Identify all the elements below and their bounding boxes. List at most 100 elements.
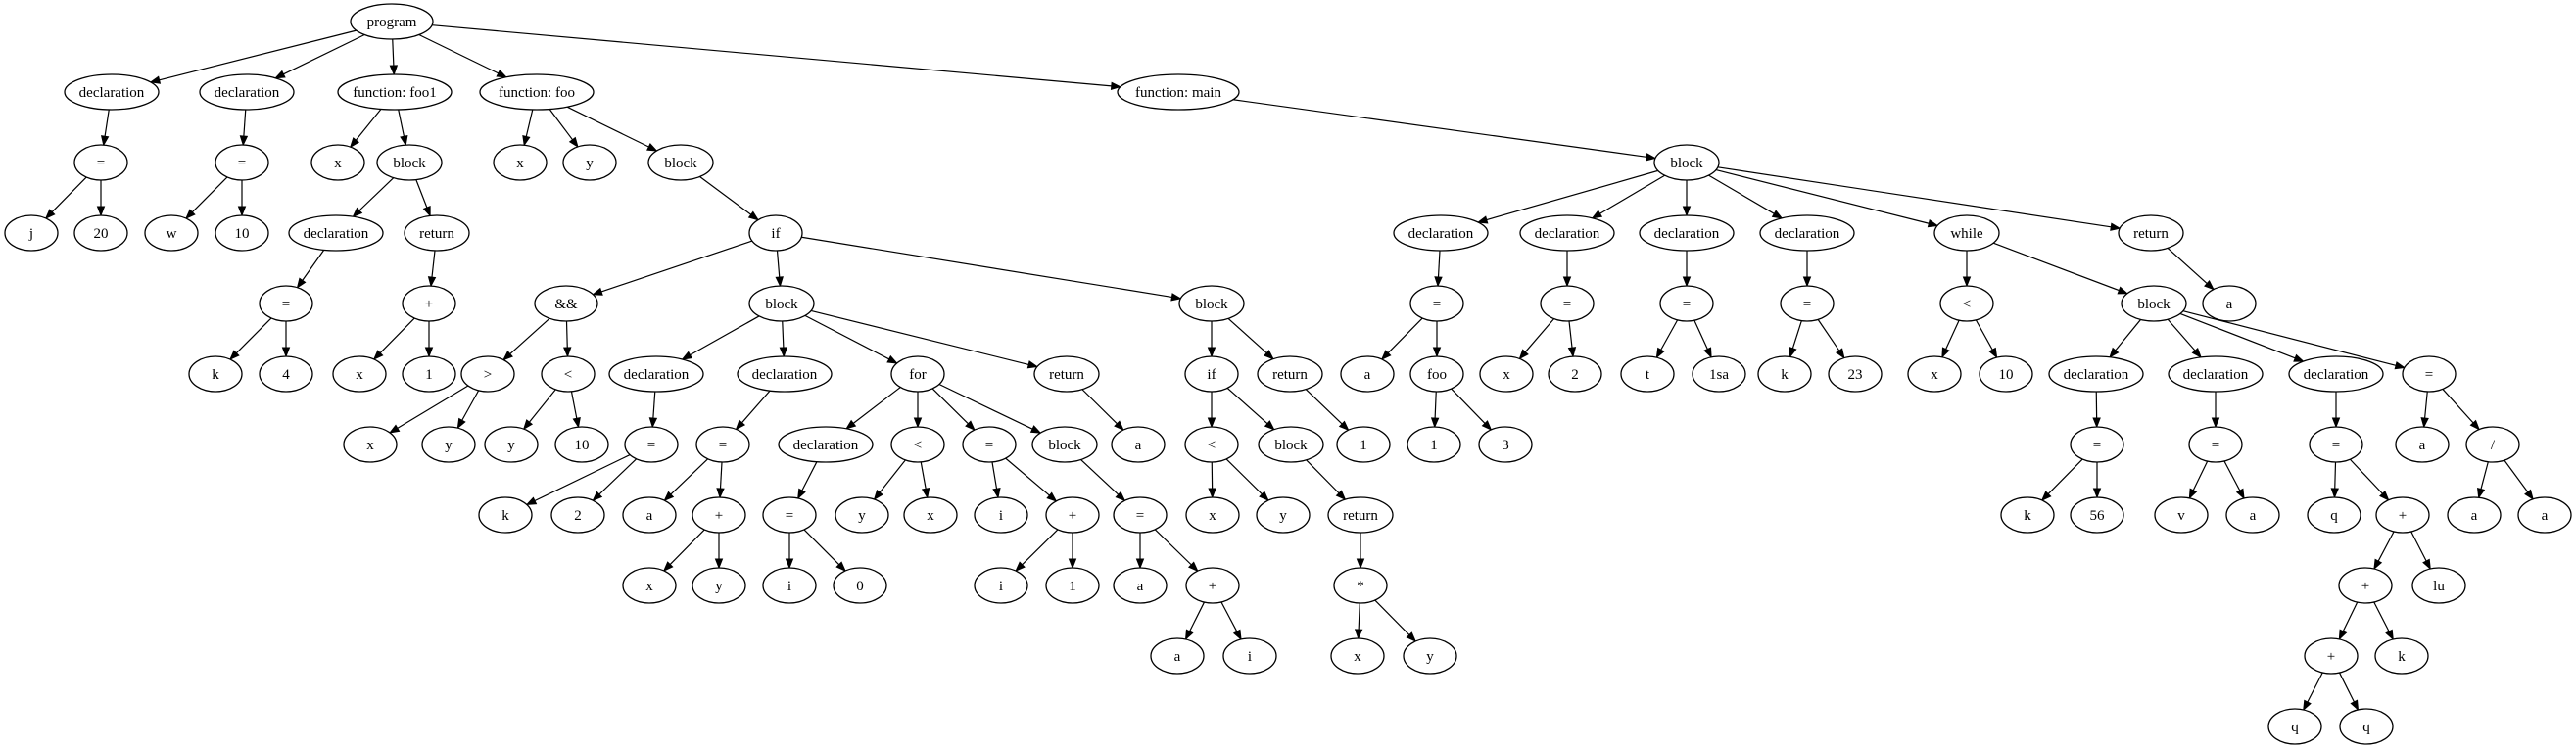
tree-node-label: =: [1136, 508, 1144, 524]
edge-fb-eq-to-fb-a: [1135, 533, 1145, 570]
tree-node-wb-decl3: declaration: [2288, 355, 2384, 393]
tree-node-md3-t: t: [1620, 355, 1675, 393]
tree-node-label: declaration: [1654, 226, 1720, 242]
tree-node-label: k: [501, 508, 509, 524]
tree-node-and: &&: [534, 285, 598, 322]
tree-node-label: a: [1135, 438, 1142, 453]
tree-node-label: return: [1272, 367, 1308, 383]
tree-node-else-if: if: [1184, 355, 1239, 393]
tree-node-label: k: [2024, 508, 2031, 524]
edge-fb-plus-to-fb-pi: [1220, 601, 1242, 641]
edge-if1-to-if1-block: [775, 250, 784, 288]
tree-node-label: 20: [94, 226, 109, 242]
edge-for-to-for-decl: [845, 387, 901, 430]
tree-node-label: 0: [856, 579, 864, 594]
edge-d2-eq-to-d2-a: [663, 458, 709, 502]
tree-node-ei-lt-x: x: [1185, 496, 1240, 534]
tree-node-label: declaration: [624, 367, 690, 383]
tree-node-m-decl3: declaration: [1639, 214, 1735, 252]
tree-node-md1-foo: foo: [1409, 355, 1464, 393]
tree-node-label: declaration: [2183, 367, 2249, 383]
tree-node-label: <: [564, 367, 572, 383]
edge-wb-eq-to-we-div: [2442, 389, 2481, 431]
edge-ei-block-to-ei-ret: [1306, 459, 1347, 501]
tree-node-label: =: [1563, 297, 1571, 312]
tree-node-label: a: [2250, 508, 2257, 524]
edge-fe-plus-to-fe-p1: [1068, 533, 1077, 570]
tree-node-if1-block: block: [748, 285, 815, 322]
tree-node-for-decl: declaration: [778, 426, 874, 463]
tree-node-label: w: [167, 226, 177, 242]
tree-node-label: declaration: [2304, 367, 2369, 383]
tree-node-label: a: [2226, 297, 2233, 312]
edge-m-while-to-w-block: [1992, 242, 2129, 295]
tree-node-main: function: main: [1117, 73, 1240, 111]
tree-node-label: =: [2425, 367, 2433, 383]
tree-node-label: 1: [1430, 438, 1438, 453]
tree-node-ei-block: block: [1258, 426, 1324, 463]
tree-node-wd2-a: a: [2225, 496, 2280, 534]
edge-we-div-to-we-da2: [2504, 459, 2534, 500]
tree-node-b-decl2: declaration: [737, 355, 833, 393]
edge-foo1-ret-to-foo1-plus: [427, 250, 437, 288]
tree-node-d1-eq: =: [624, 426, 679, 463]
tree-node-label: y: [1279, 508, 1287, 524]
edge-wd3-eq-to-wd3-q: [2330, 461, 2339, 499]
edge-md4-eq-to-md4-k: [1789, 320, 1802, 358]
edge-wd3-p2-to-wd3-p3: [2338, 601, 2359, 641]
tree-node-wd3-q2: q: [2339, 708, 2394, 745]
tree-node-foo1-4: 4: [259, 355, 313, 393]
tree-node-label: i: [1248, 649, 1252, 665]
edge-wd1-eq-to-wd1-56: [2092, 462, 2102, 499]
edge-ei-ret-to-ei-mul: [1356, 533, 1365, 570]
tree-node-wd1-eq: =: [2070, 426, 2124, 463]
tree-node-label: 10: [235, 226, 250, 242]
tree-node-label: =: [719, 438, 727, 453]
tree-node-fd-i: i: [762, 567, 817, 604]
tree-node-wd3-lu: lu: [2411, 567, 2466, 604]
tree-node-label: x: [356, 367, 363, 383]
tree-node-ei-ret: return: [1327, 496, 1394, 534]
tree-node-m-ret-a: a: [2202, 285, 2257, 322]
edge-eq-j-to-n20: [96, 180, 106, 217]
tree-node-label: foo: [1427, 367, 1447, 383]
edge-wd2-eq-to-wd2-v: [2188, 460, 2209, 500]
edge-md2-eq-to-md2-x: [1518, 318, 1555, 360]
edge-wb-decl2-to-wd2-eq: [2211, 392, 2220, 429]
edge-m-decl3-to-md3-eq: [1682, 251, 1692, 288]
tree-node-label: y: [507, 438, 515, 453]
edge-main-block-to-m-decl1: [1476, 169, 1658, 224]
tree-node-label: =: [97, 156, 105, 171]
tree-node-b-decl1: declaration: [608, 355, 704, 393]
edge-and-to-gt: [502, 317, 550, 361]
tree-node-label: 2: [574, 508, 582, 524]
edge-for-lt-to-fl-x: [920, 461, 930, 499]
tree-node-ei-lt-y: y: [1256, 496, 1311, 534]
edge-md1-foo-to-md1-1: [1430, 391, 1440, 429]
tree-node-w-lt-x: x: [1907, 355, 1962, 393]
tree-node-wb-eq: =: [2402, 355, 2457, 393]
tree-node-md1-1: 1: [1407, 426, 1461, 463]
edge-fb-eq-to-fb-plus: [1154, 529, 1199, 573]
tree-node-label: if: [1207, 367, 1216, 383]
tree-node-label: declaration: [1408, 226, 1474, 242]
edge-eq-w-to-w: [185, 176, 228, 219]
tree-node-wd1-56: 56: [2070, 496, 2124, 534]
tree-node-label: while: [1950, 226, 1983, 242]
tree-node-label: /: [2491, 438, 2496, 453]
edge-else-if-to-ei-lt: [1207, 392, 1216, 429]
tree-node-wd3-p2: +: [2338, 567, 2393, 604]
tree-node-wd2-eq: =: [2188, 426, 2243, 463]
edge-wb-decl1-to-wd1-eq: [2092, 391, 2101, 429]
edge-m-decl4-to-md4-eq: [1802, 251, 1812, 288]
edge-decl-j-to-eq-j: [100, 109, 110, 147]
tree-node-gt-y: y: [421, 426, 476, 463]
tree-node-lt1: <: [541, 355, 596, 393]
tree-node-m-decl2: declaration: [1519, 214, 1615, 252]
tree-node-wd3-k: k: [2374, 637, 2429, 675]
edge-fd-eq-to-fd-i: [785, 533, 794, 570]
tree-node-fe-pi: i: [974, 567, 1028, 604]
edge-ei-mul-to-ei-mul-y: [1374, 599, 1417, 642]
tree-node-n10a: 10: [215, 214, 269, 252]
tree-node-wb-decl1: declaration: [2048, 355, 2144, 393]
